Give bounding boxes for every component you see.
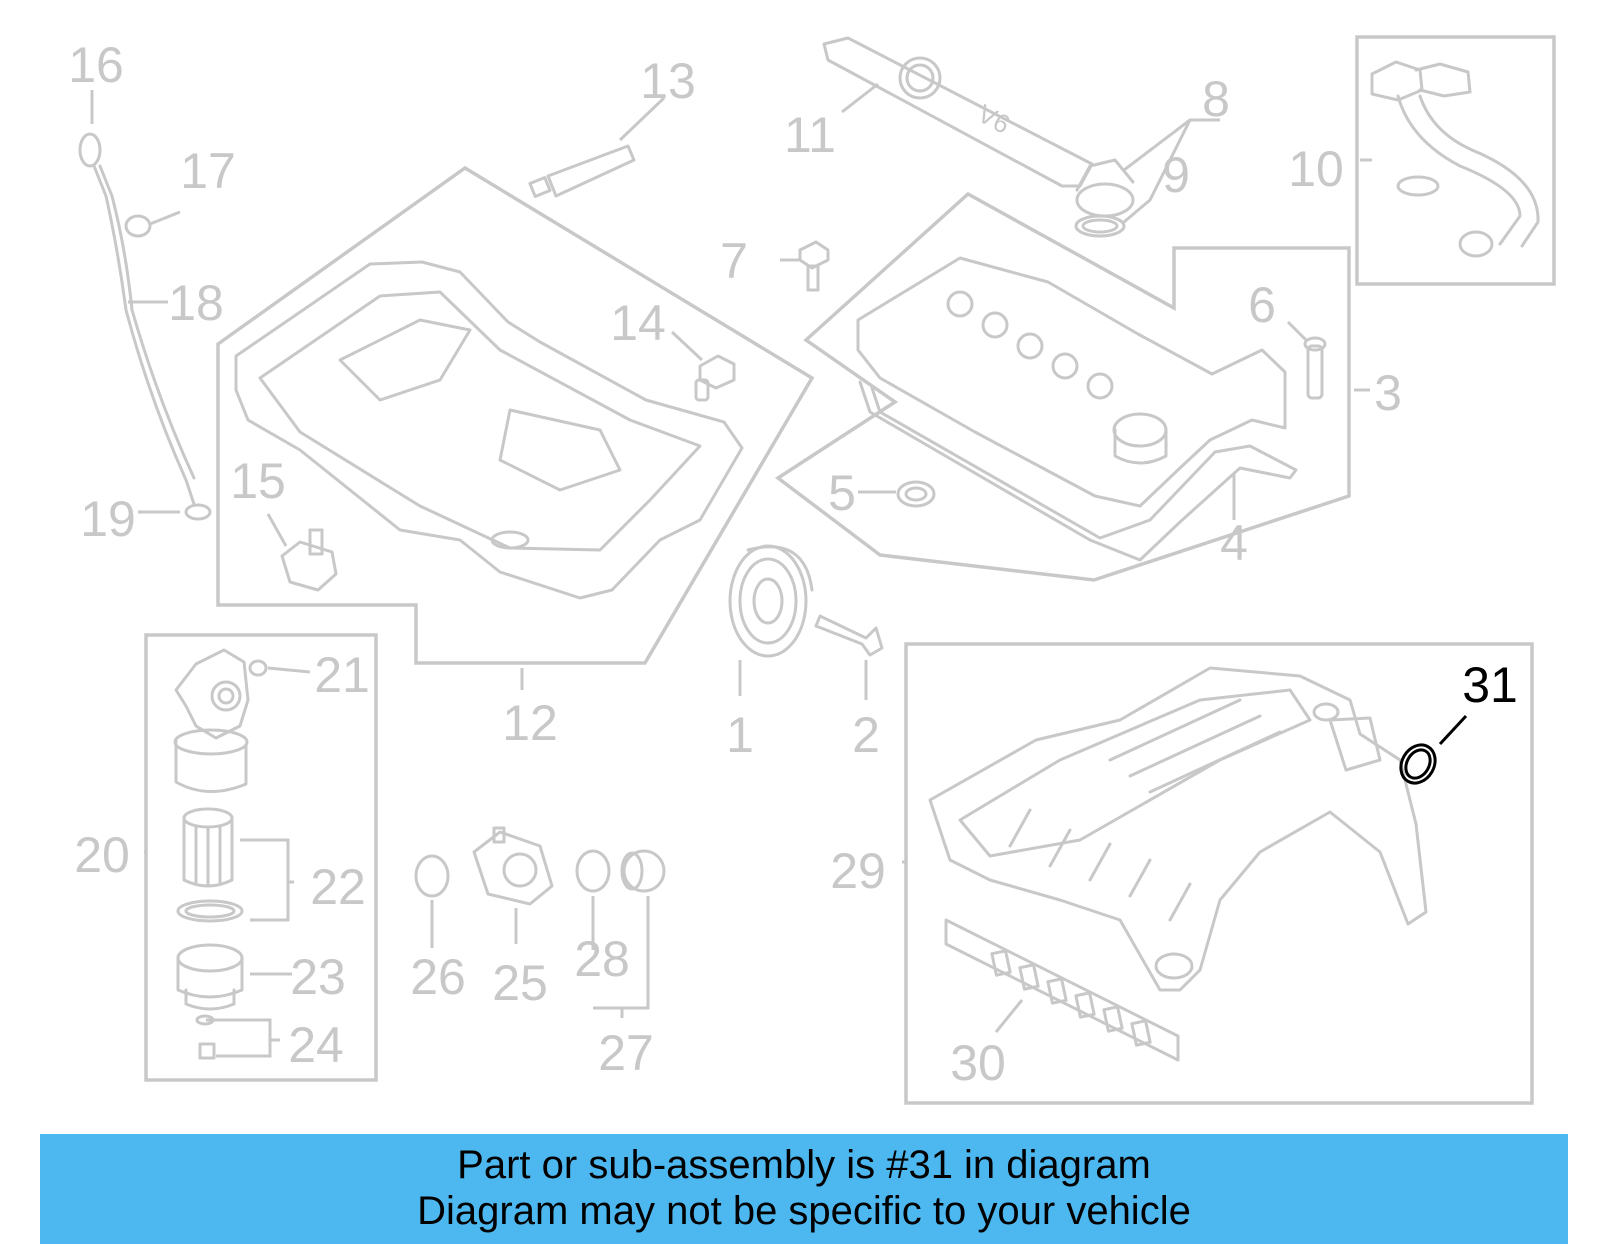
dipstick-o-ring[interactable] [184,503,212,521]
cap-seal[interactable] [1074,214,1126,238]
crankshaft-pulley[interactable] [728,544,814,658]
breather-hose-group-outline [1355,35,1556,286]
callout-7: 7 [720,233,748,289]
banner-line-1: Part or sub-assembly is #31 in diagram [457,1143,1151,1187]
oil-filter-element[interactable] [176,807,244,923]
highlighted-o-ring-31[interactable] [1394,739,1442,790]
callout-10: 10 [1288,141,1344,197]
seal-ring[interactable] [896,480,936,508]
callout-2: 2 [852,707,880,763]
callout-26: 26 [410,949,466,1005]
o-ring-28[interactable] [575,849,611,893]
callout-28: 28 [574,931,630,987]
callout-19: 19 [80,491,136,547]
callout-8: 8 [1202,71,1230,127]
callout-13: 13 [640,53,696,109]
housing-seal[interactable] [248,659,268,677]
callout-15: 15 [230,453,286,509]
callout-5: 5 [828,465,856,521]
oil-drain-plug[interactable] [694,354,736,402]
callout-14: 14 [610,295,666,351]
callout-21: 21 [314,647,370,703]
valve-cover-gasket[interactable] [858,380,1298,562]
callout-31: 31 [1462,657,1518,713]
callout-labels: 1 2 3 4 5 6 7 8 9 10 11 12 13 14 15 16 1… [68,37,1518,1091]
oil-filter-housing[interactable] [173,648,250,794]
banner-line-2: Diagram may not be specific to your vehi… [417,1189,1191,1233]
callout-4: 4 [1220,515,1248,571]
drain-screw[interactable] [195,1014,216,1060]
bolt[interactable] [798,240,830,292]
breather-hose[interactable] [1370,60,1540,258]
oil-pan[interactable] [234,260,744,600]
callout-16: 16 [68,37,124,93]
callout-1: 1 [726,707,754,763]
stud-bolt[interactable] [1303,336,1327,400]
intake-manifold[interactable] [928,666,1428,992]
callout-12: 12 [502,695,558,751]
intake-manifold-gasket[interactable] [944,918,1180,1062]
callout-20: 20 [74,827,130,883]
callout-6: 6 [1248,277,1276,333]
callout-24: 24 [288,1017,344,1073]
oil-filter-group-outline [144,633,378,1082]
pulley-bolt[interactable] [814,614,884,657]
oil-filter-cap[interactable] [176,943,244,1011]
info-banner: Part or sub-assembly is #31 in diagram D… [40,1134,1568,1244]
callout-9: 9 [1162,147,1190,203]
dipstick[interactable] [78,132,196,506]
valve-cover[interactable] [856,256,1287,508]
callout-23: 23 [290,949,346,1005]
engine-cover[interactable]: V6 [822,36,1094,188]
dipstick-seal[interactable] [124,214,152,238]
intake-manifold-group-outline [904,642,1534,1105]
callout-17: 17 [180,143,236,199]
callout-22: 22 [310,859,366,915]
sealant-tube[interactable] [528,144,636,198]
callout-3: 3 [1374,365,1402,421]
callout-29: 29 [830,843,886,899]
callout-11: 11 [784,107,836,163]
oil-pan-group-outline [216,165,815,665]
callout-18: 18 [168,275,224,331]
oil-cooler-adapter[interactable] [472,826,554,906]
callout-27: 27 [598,1025,654,1081]
callout-30: 30 [950,1035,1006,1091]
leader-lines [90,82,1468,1058]
o-ring-26[interactable] [414,854,450,898]
seal-27[interactable] [620,849,666,893]
valve-cover-group-outline [774,191,1351,582]
oil-level-sensor[interactable] [280,528,338,592]
callout-25: 25 [492,955,548,1011]
